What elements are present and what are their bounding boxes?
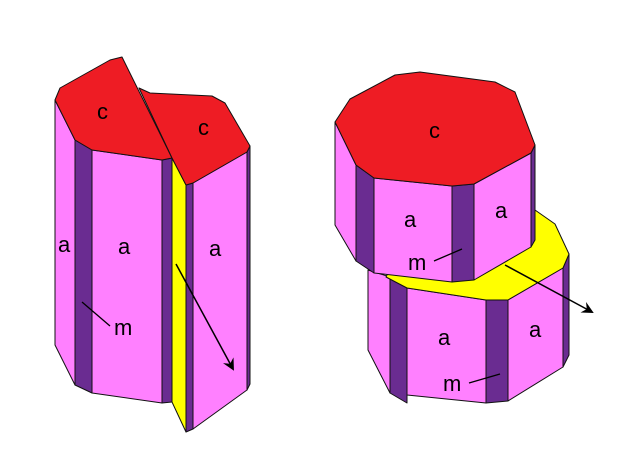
label-a-right: a	[209, 236, 222, 261]
label-a-left: a	[58, 232, 71, 257]
right-half	[138, 87, 251, 433]
face-m-center	[161, 157, 173, 404]
face-m-lower-center	[485, 299, 509, 404]
label-a-lower-left: a	[438, 325, 451, 350]
face-m-right-outer	[246, 145, 251, 391]
m-leader-line-upper	[433, 248, 463, 262]
upper-block	[334, 71, 536, 283]
label-c-right: c	[198, 115, 209, 140]
face-c-right-half	[138, 87, 251, 186]
face-m-upper-left	[355, 164, 375, 274]
face-a-right	[192, 151, 248, 430]
face-m-lower-left	[389, 276, 408, 404]
label-a-lower-right: a	[529, 317, 542, 342]
left-crystal: c c a a a m	[54, 56, 251, 433]
face-a-center	[91, 149, 163, 404]
label-m-left: m	[114, 315, 132, 340]
label-c-top: c	[429, 118, 440, 143]
face-m-upper-center	[451, 183, 475, 283]
face-m-lower-right	[562, 253, 570, 368]
cleavage-plane-prismatic	[171, 157, 187, 433]
label-c-left: c	[97, 99, 108, 124]
label-m-upper: m	[408, 250, 426, 275]
cleavage-direction-arrow	[175, 263, 234, 371]
label-m-lower: m	[443, 371, 461, 396]
cleavage-direction-arrow-basal	[504, 264, 594, 313]
right-crystal: c a a m a a m	[334, 71, 594, 404]
face-a-lower-left	[367, 269, 391, 394]
label-a-upper-right: a	[495, 198, 508, 223]
face-m-upper-right	[530, 144, 536, 248]
face-m-left	[74, 139, 93, 394]
label-a-upper-left: a	[404, 207, 417, 232]
label-a-center: a	[118, 234, 131, 259]
m-leader-line-left	[81, 301, 111, 327]
face-c-upper	[334, 71, 536, 187]
face-m-right-inner	[185, 182, 194, 433]
m-leader-line-lower	[468, 373, 501, 384]
